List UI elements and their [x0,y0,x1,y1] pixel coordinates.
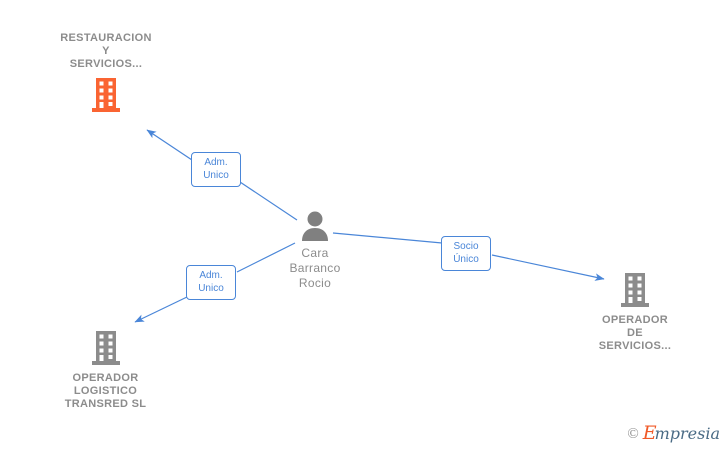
node-right-company[interactable]: OPERADOR DE SERVICIOS... [570,272,700,353]
edge-line-person-to-socio [332,232,443,244]
copyright-icon: © [627,425,639,442]
building-icon [621,273,649,307]
edge-line-adm-top-to-company [146,129,193,161]
person-icon [302,211,328,241]
edge-line-person-to-adm-top [239,181,298,221]
edge-label-socio-unico[interactable]: Socio Único [441,236,491,271]
node-bottom-left-company[interactable]: OPERADOR LOGISTICO TRANSRED SL [33,330,178,411]
node-top-left-company[interactable]: RESTAURACION Y SERVICIOS... [26,32,186,113]
edge-line-socio-to-company [491,254,605,281]
building-icon [92,78,120,112]
node-label-right-company: OPERADOR DE SERVICIOS... [598,314,672,352]
edge-label-adm-unico-top[interactable]: Adm. Unico [191,152,241,187]
watermark-brand-rest: mpresia [654,424,720,443]
edge-line-adm-bottom-to-company [134,296,188,323]
node-label-top-left-company: RESTAURACION Y SERVICIOS... [60,32,152,70]
edge-label-adm-unico-bottom[interactable]: Adm. Unico [186,265,236,300]
watermark-empresia: © Empresia [627,424,720,444]
node-center-person[interactable]: Cara Barranco Rocio [255,210,375,291]
watermark-brand-initial: E [642,422,657,444]
edge-line-person-to-adm-bottom [236,242,296,273]
building-icon [91,331,120,365]
node-label-center-person: Cara Barranco Rocio [289,246,341,290]
node-label-bottom-left-company: OPERADOR LOGISTICO TRANSRED SL [64,372,147,410]
